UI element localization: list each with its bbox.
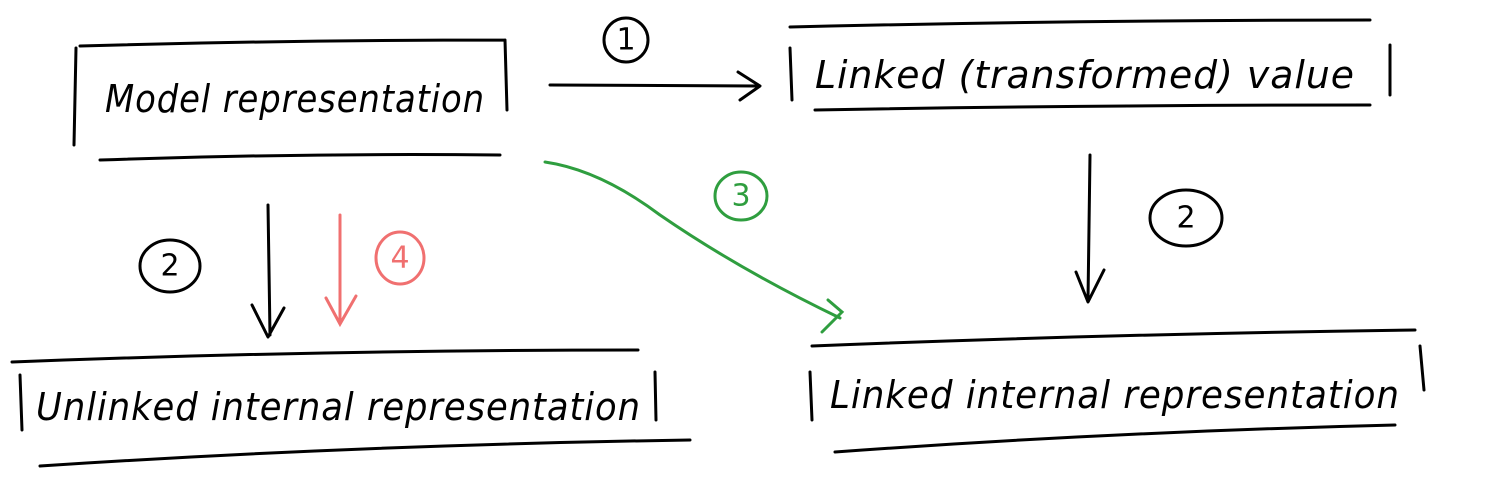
step-label: 1 [616,23,635,58]
box-unlinked-internal: Unlinked internal representation [10,348,692,468]
box-label: Linked (transformed) value [815,53,1355,97]
step-label: 4 [390,241,409,276]
step-label: 2 [160,249,179,284]
arrow-step-1: 1 [548,16,762,102]
step-label: 3 [731,179,750,214]
box-model-representation: Model representation [72,38,509,162]
arrow-step-4: 4 [324,213,426,328]
box-label: Linked internal representation [830,373,1400,417]
arrow-step-2-left: 2 [138,203,286,339]
step-label: 2 [1176,201,1195,236]
arrow-step-3: 3 [543,160,845,334]
box-linked-value: Linked (transformed) value [788,18,1392,112]
arrow-step-2-right: 2 [1074,153,1224,304]
box-linked-internal: Linked internal representation [808,328,1426,454]
box-label: Model representation [105,77,485,121]
box-label: Unlinked internal representation [36,385,641,429]
